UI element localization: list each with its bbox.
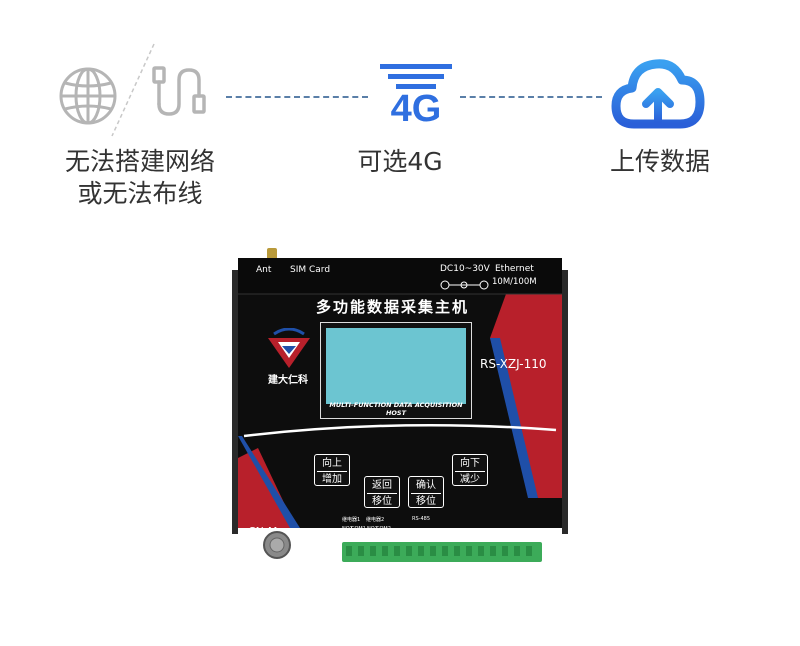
power-label: DC10~30V	[440, 264, 490, 274]
4g-signal-icon: 4G	[376, 60, 456, 136]
terminal-label: A	[414, 534, 418, 540]
sim-card-label: SIM Card	[290, 265, 331, 275]
button-divider	[411, 493, 441, 494]
button-label: 向下	[460, 458, 480, 469]
antenna-connector	[267, 248, 277, 262]
brand-logo	[264, 327, 314, 370]
ethernet-label: Ethernet	[495, 264, 534, 274]
terminal-label: COM2	[376, 526, 391, 532]
mounting-rail-right	[562, 270, 568, 534]
ethernet-speed-label: 10M/100M	[492, 277, 537, 287]
caption-line: 上传数据	[609, 147, 710, 176]
model-label: RS-XZJ-110	[480, 357, 547, 371]
cable-icon	[150, 66, 216, 118]
button-label: 移位	[416, 496, 436, 507]
terminal-label: NO2	[367, 526, 378, 532]
caption-line: 或无法布线	[77, 179, 203, 208]
terminal-group-label: 继电器2	[366, 517, 385, 523]
cn-m-connector	[262, 530, 292, 560]
button-label: 增加	[322, 474, 342, 485]
button-confirm-shift[interactable]: 确认 移位	[408, 476, 444, 508]
globe-icon	[58, 66, 118, 126]
divider-slash	[108, 42, 158, 138]
terminal-label: COM1	[351, 526, 366, 532]
lcd-caption: MULTI-FUNCTION DATA ACQUISITION HOST	[329, 401, 463, 417]
feature-caption-3: 上传数据	[590, 146, 730, 178]
terminal-label: B	[426, 534, 430, 540]
button-divider	[367, 493, 397, 494]
caption-line: 可选4G	[357, 147, 443, 176]
mounting-rail-left	[232, 270, 238, 534]
4g-badge-text: 4G	[390, 88, 442, 130]
button-label: 移位	[372, 496, 392, 507]
cloud-upload-icon	[610, 58, 706, 130]
terminal-group-label: 继电器1	[342, 517, 361, 523]
terminal-label: NO1	[342, 526, 353, 532]
dc-polarity-icon	[440, 276, 490, 290]
lcd-screen	[326, 328, 466, 404]
button-label: 确认	[416, 480, 436, 491]
button-label: 向上	[322, 458, 342, 469]
feature-caption-1: 无法搭建网络 或无法布线	[40, 146, 240, 210]
brand-name: 建大仁科	[268, 375, 308, 386]
device-image: Ant SIM Card DC10~30V Ethernet 10M/100M …	[232, 248, 568, 562]
button-divider	[455, 471, 485, 472]
button-up-increase[interactable]: 向上 增加	[314, 454, 350, 486]
lcd-panel: MULTI-FUNCTION DATA ACQUISITION HOST	[320, 322, 472, 419]
button-back-shift[interactable]: 返回 移位	[364, 476, 400, 508]
button-down-decrease[interactable]: 向下 减少	[452, 454, 488, 486]
terminal-group-label: RS-485	[412, 516, 430, 522]
button-label: 返回	[372, 480, 392, 491]
caption-line: 无法搭建网络	[64, 147, 215, 176]
button-divider	[317, 471, 347, 472]
connector-dash-2	[460, 96, 602, 98]
button-label: 减少	[460, 474, 480, 485]
connector-dash-1	[226, 96, 368, 98]
ant-label: Ant	[256, 265, 272, 275]
terminal-block	[342, 542, 542, 562]
feature-caption-2: 可选4G	[330, 146, 470, 178]
device-title: 多功能数据采集主机	[316, 298, 470, 316]
